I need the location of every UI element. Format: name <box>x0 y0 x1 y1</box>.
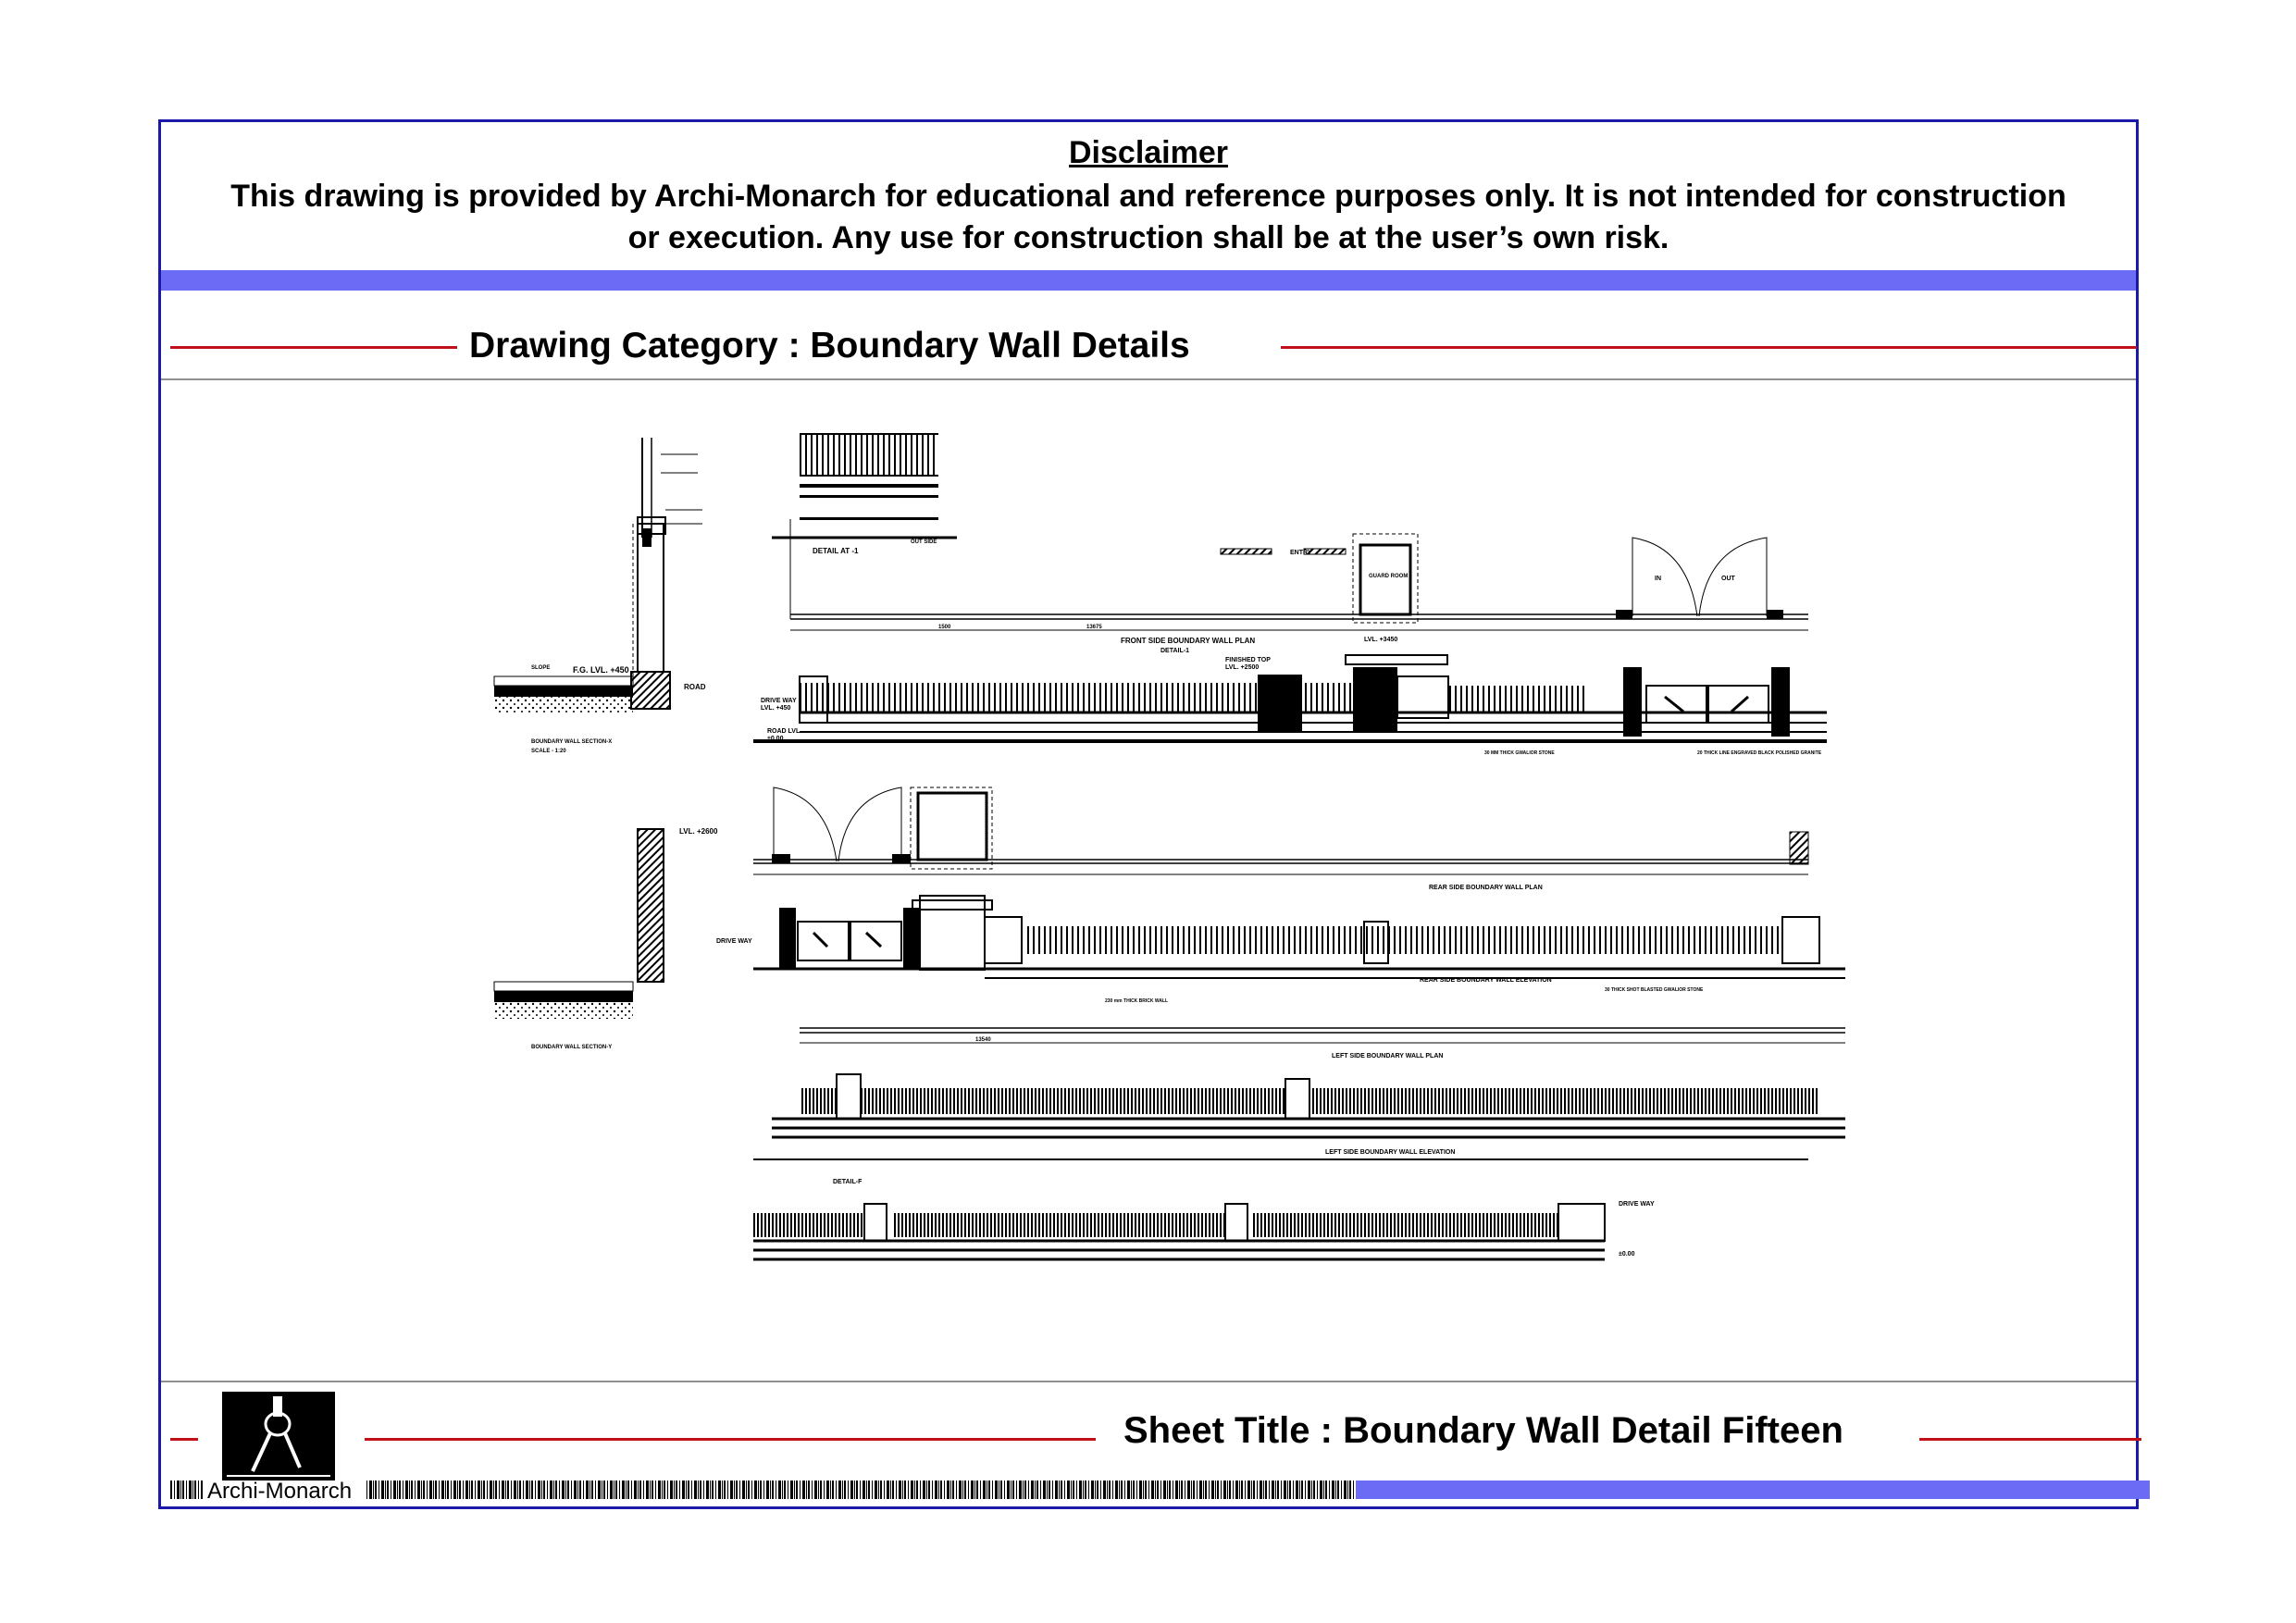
header-divider <box>161 378 2136 380</box>
front-elevation: DETAIL-1 FINISHED TOP LVL. +2500 LVL. +3… <box>753 637 1827 756</box>
cad-drawing: DETAIL AT -1 OUT SIDE ENTRY GUARD ROOM I… <box>493 433 1845 1261</box>
front-plan: ENTRY GUARD ROOM IN OUT 1500 13675 FRONT… <box>789 519 1808 645</box>
footer-divider <box>161 1381 2136 1382</box>
label-drive-way-3: DRIVE WAY <box>1619 1201 1655 1208</box>
category-row: Drawing Category : Boundary Wall Details <box>161 326 2137 372</box>
left-plan: 13540 LEFT SIDE BOUNDARY WALL PLAN <box>800 1027 1845 1059</box>
drawing-category: Drawing Category : Boundary Wall Details <box>469 326 1190 365</box>
rule-left <box>170 346 457 349</box>
barcode-strip <box>170 1481 1355 1499</box>
left-elevation: LEFT SIDE BOUNDARY WALL ELEVATION <box>772 1073 1845 1156</box>
compass-divider-icon <box>222 1392 335 1481</box>
label-guard-room: GUARD ROOM <box>1369 574 1408 579</box>
sheet-title: Sheet Title : Boundary Wall Detail Fifte… <box>1123 1410 1843 1451</box>
label-gwalior: 30 MM THICK GWALIOR STONE <box>1484 750 1555 756</box>
label-lvl-000: ±0.00 <box>767 736 784 742</box>
label-detail-1: DETAIL-1 <box>1160 648 1189 654</box>
label-rear-elev: REAR SIDE BOUNDARY WALL ELEVATION <box>1420 977 1552 984</box>
disclaimer-block: Disclaimer This drawing is provided by A… <box>161 122 2136 270</box>
label-drive-way-2: DRIVE WAY <box>716 938 752 945</box>
section-y: LVL. +2600 BOUNDARY WALL SECTION-Y <box>493 827 718 1050</box>
disclaimer-body: This drawing is provided by Archi-Monarc… <box>230 179 2066 255</box>
section-x: SLOPE F.G. LVL. +450 ROAD BOUNDARY WALL … <box>493 523 706 754</box>
label-fg-lvl: F.G. LVL. +450 <box>573 665 629 675</box>
label-lvl-2500: LVL. +2500 <box>1225 664 1259 671</box>
label-in: IN <box>1655 576 1661 582</box>
label-shot-blasted: 30 THICK SHOT BLASTED GWALIOR STONE <box>1605 987 1704 993</box>
brand-name: Archi-Monarch <box>207 1479 353 1504</box>
label-slope: SLOPE <box>531 665 550 671</box>
label-road-lvl: ROAD LVL. <box>767 728 801 735</box>
label-drive-way: DRIVE WAY <box>761 698 797 704</box>
accent-bar-top <box>161 270 2136 291</box>
cad-drawing-area: DETAIL AT -1 OUT SIDE ENTRY GUARD ROOM I… <box>161 380 2136 1380</box>
label-left-plan: LEFT SIDE BOUNDARY WALL PLAN <box>1332 1053 1443 1059</box>
rear-plan: REAR SIDE BOUNDARY WALL PLAN <box>753 787 1809 891</box>
label-road: ROAD <box>684 683 706 691</box>
accent-bar-bottom <box>1356 1481 2150 1499</box>
label-scale-x: SCALE - 1:20 <box>531 749 566 754</box>
rear-elevation: DRIVE WAY REAR SIDE BOUNDARY WALL ELEVAT… <box>716 895 1845 1004</box>
detail-small-section <box>637 438 702 547</box>
label-granite: 20 THICK LINE ENGRAVED BLACK POLISHED GR… <box>1697 750 1822 756</box>
label-lvl-3450: LVL. +3450 <box>1364 637 1397 643</box>
label-section-y: BOUNDARY WALL SECTION-Y <box>531 1045 612 1050</box>
label-rear-plan: REAR SIDE BOUNDARY WALL PLAN <box>1429 885 1543 891</box>
dim-1500: 1500 <box>938 625 951 630</box>
label-entry: ENTRY <box>1290 550 1312 556</box>
footer-rule-left <box>170 1438 198 1441</box>
footer-rule-mid <box>365 1438 1096 1441</box>
footer-rule-right <box>1919 1438 2141 1441</box>
detail-at1-railing: DETAIL AT -1 OUT SIDE <box>772 433 957 555</box>
label-front-plan: FRONT SIDE BOUNDARY WALL PLAN <box>1121 637 1255 645</box>
label-detail-f: DETAIL-F <box>833 1179 863 1185</box>
label-lvl-000-3: ±0.00 <box>1619 1251 1635 1258</box>
label-lvl-450: LVL. +450 <box>761 705 790 712</box>
disclaimer-title-text: Disclaimer <box>1069 135 1228 170</box>
sheet-frame: Disclaimer This drawing is provided by A… <box>158 119 2150 1509</box>
rule-right <box>1281 346 2137 349</box>
bottom-elevation: DETAIL-F DRIVE WAY ±0.00 <box>753 1158 1808 1261</box>
title-block: Sheet Title : Boundary Wall Detail Fifte… <box>161 1382 2150 1506</box>
label-out-side: OUT SIDE <box>911 539 937 545</box>
disclaimer-title: Disclaimer <box>161 135 2136 171</box>
label-brick-wall: 230 mm THICK BRICK WALL <box>1105 998 1168 1004</box>
label-finished-top: FINISHED TOP <box>1225 657 1271 663</box>
label-out: OUT <box>1721 576 1736 582</box>
dim-13540: 13540 <box>975 1037 991 1043</box>
dim-13675: 13675 <box>1086 625 1102 630</box>
label-left-elev: LEFT SIDE BOUNDARY WALL ELEVATION <box>1325 1149 1455 1156</box>
label-detail-at1: DETAIL AT -1 <box>813 547 859 555</box>
label-section-x: BOUNDARY WALL SECTION-X <box>531 739 612 745</box>
label-lvl-2600: LVL. +2600 <box>679 827 718 836</box>
